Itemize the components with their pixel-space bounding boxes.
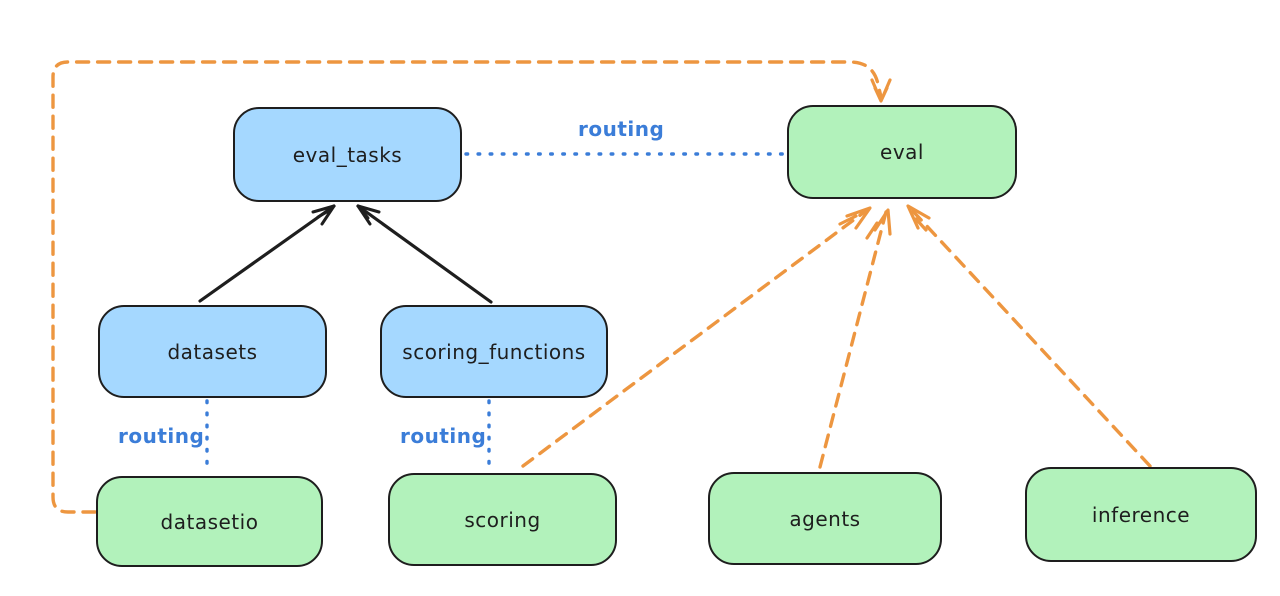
node-eval: eval — [787, 105, 1017, 199]
arrowhead-datasets-to-evaltasks — [311, 204, 336, 226]
edge-agents-to-eval — [818, 210, 888, 469]
node-scoring: scoring — [388, 473, 617, 566]
node-agents: agents — [708, 472, 942, 565]
arrowhead-agents-to-eval — [865, 208, 892, 240]
arrowhead-inference-to-eval — [906, 204, 931, 232]
edge-datasets-to-evaltasks — [198, 204, 336, 303]
edge-scoringfunctions-to-evaltasks — [356, 204, 493, 304]
node-datasets-label: datasets — [167, 339, 258, 364]
node-datasetio: datasetio — [96, 476, 323, 567]
node-scoring-functions-label: scoring_functions — [402, 339, 586, 364]
edge-label-routing-scoring: routing — [400, 424, 487, 448]
node-eval-tasks-label: eval_tasks — [292, 142, 403, 167]
node-scoring-label: scoring — [464, 507, 541, 532]
edge-label-routing-datasets: routing — [118, 424, 205, 448]
edge-datasetio-to-eval — [51, 60, 883, 514]
edge-inference-to-eval — [908, 206, 1152, 468]
node-scoring-functions: scoring_functions — [380, 305, 608, 398]
edge-scoring-to-eval — [521, 208, 869, 468]
node-datasetio-label: datasetio — [160, 509, 259, 534]
edge-label-routing-top: routing — [578, 117, 665, 141]
node-eval-tasks: eval_tasks — [233, 107, 462, 202]
node-inference: inference — [1025, 467, 1257, 562]
arrowhead-scoringfunctions-to-evaltasks — [356, 204, 381, 226]
node-eval-label: eval — [880, 140, 924, 164]
node-inference-label: inference — [1091, 502, 1191, 527]
node-agents-label: agents — [789, 506, 861, 531]
arrowhead-scoring-to-eval — [838, 206, 872, 230]
node-datasets: datasets — [98, 305, 327, 398]
arrowhead-datasetio-to-eval — [870, 78, 892, 103]
